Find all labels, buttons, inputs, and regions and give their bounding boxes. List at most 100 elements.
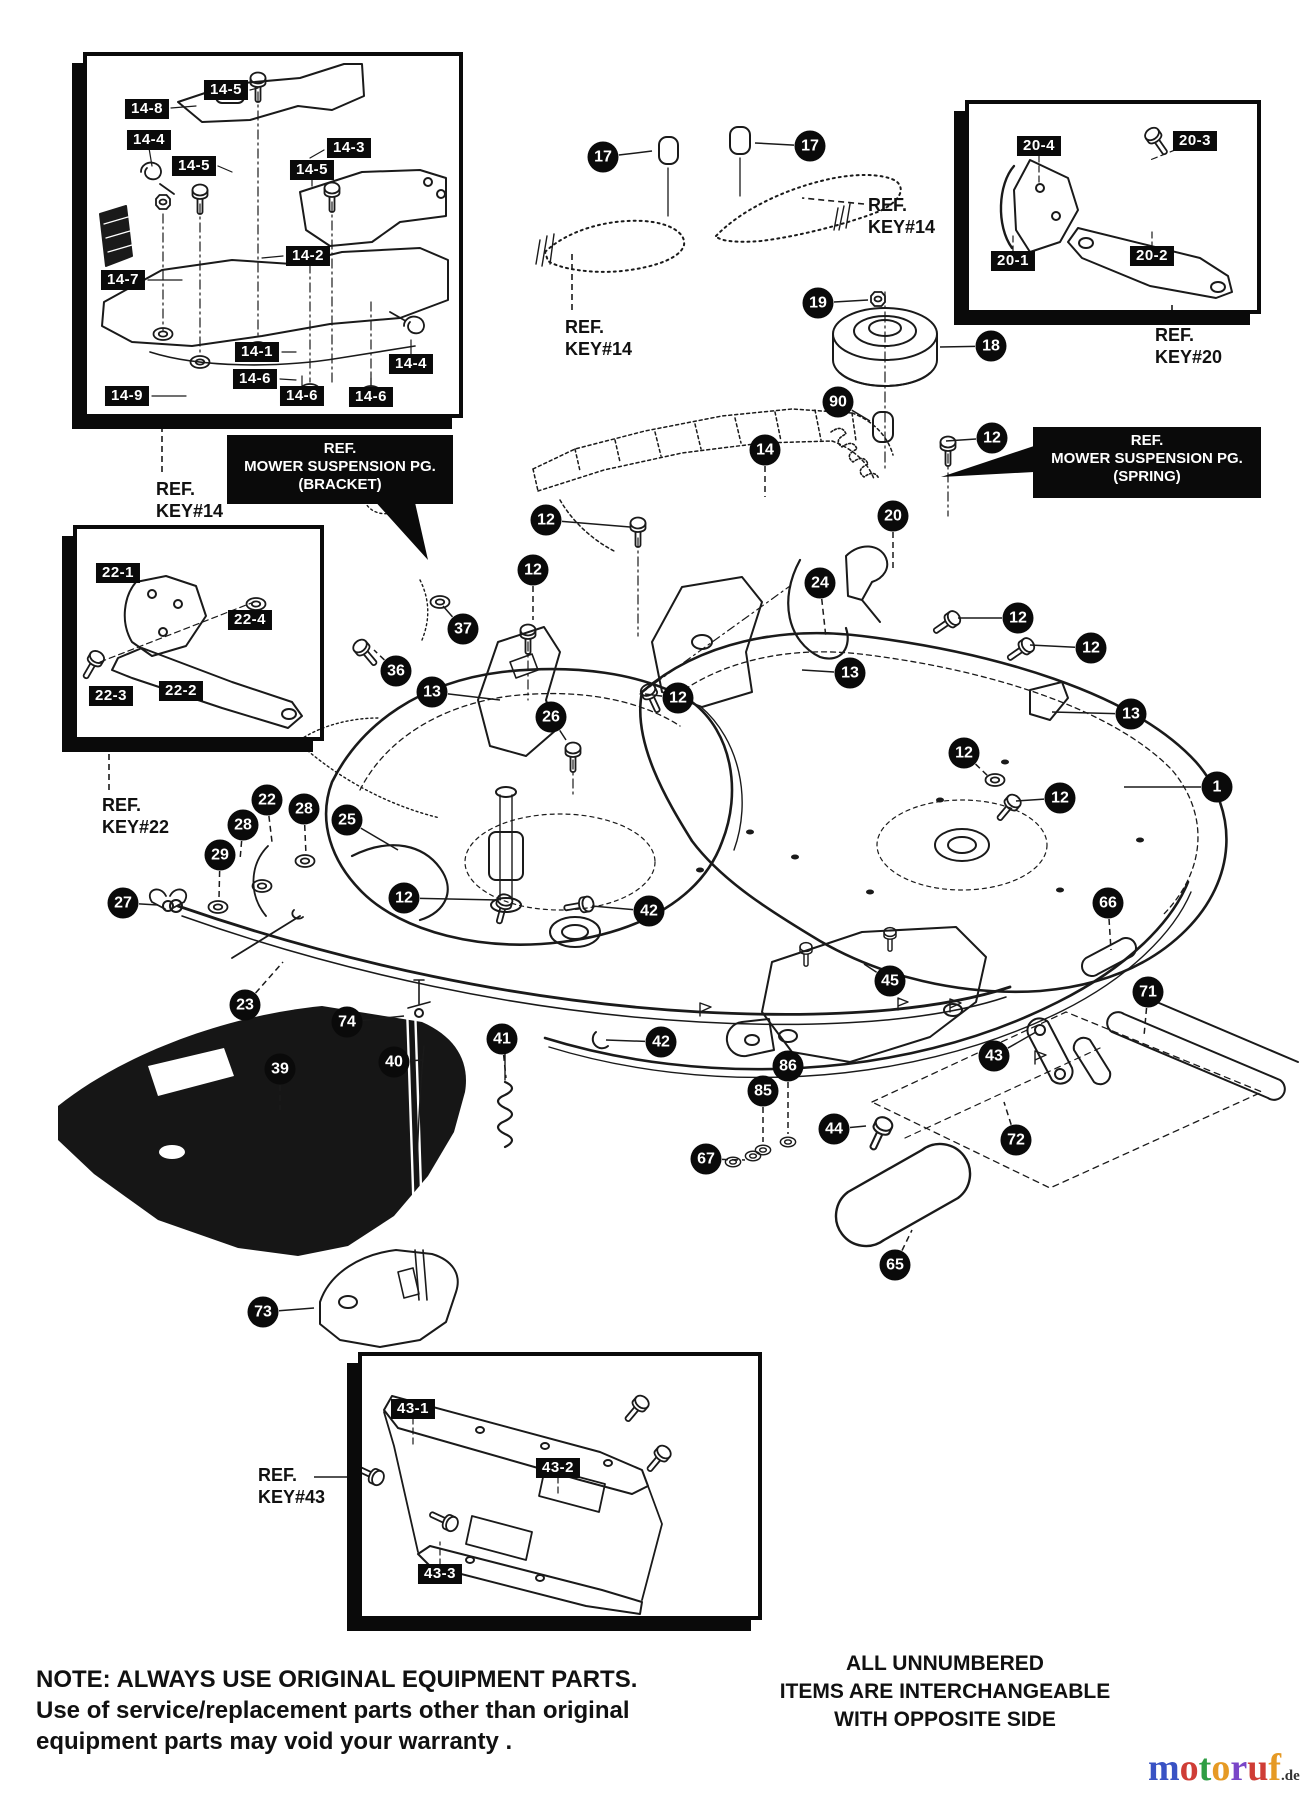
- part-label: 14-7: [100, 270, 146, 290]
- callout-badge: 37: [447, 613, 479, 645]
- part-label: 14-5: [289, 160, 335, 180]
- callout-badge: 13: [416, 676, 448, 708]
- callout-badge: 42: [645, 1026, 677, 1058]
- callout-badge: 28: [288, 793, 320, 825]
- part-label: 14-4: [388, 354, 434, 374]
- reference-key-label: REF.KEY#14: [565, 316, 632, 360]
- inset-detail-box: [73, 525, 324, 741]
- part-label: 14-9: [104, 386, 150, 406]
- part-label: 14-6: [279, 386, 325, 406]
- callout-badge: 12: [1075, 632, 1107, 664]
- reference-key-line: REF.: [1155, 325, 1195, 345]
- callout-badge: 36: [380, 655, 412, 687]
- reference-key-line: REF.: [258, 1465, 298, 1485]
- reference-key-label: REF.KEY#14: [868, 194, 935, 238]
- callout-badge: 73: [247, 1296, 279, 1328]
- reference-key-line: KEY#14: [565, 339, 633, 359]
- callout-badge: 67: [690, 1143, 722, 1175]
- part-label: 14-6: [348, 387, 394, 407]
- callout-badge: 12: [1044, 782, 1076, 814]
- part-label: 14-1: [234, 342, 280, 362]
- callout-badge: 90: [822, 386, 854, 418]
- watermark-letter: o: [1211, 1747, 1231, 1789]
- reference-key-line: REF.: [102, 795, 142, 815]
- callout-badge: 44: [818, 1113, 850, 1145]
- part-label: 43-2: [535, 1458, 581, 1478]
- part-label: 43-3: [417, 1564, 463, 1584]
- interchangeable-note-line: ALL UNNUMBERED: [846, 1652, 1044, 1675]
- reference-key-line: REF.: [156, 479, 196, 499]
- reference-key-line: KEY#14: [868, 217, 936, 237]
- callout-badge: 13: [1115, 698, 1147, 730]
- reference-key-line: KEY#43: [258, 1487, 326, 1507]
- callout-badge: 1: [1201, 771, 1233, 803]
- callout-badge: 39: [264, 1053, 296, 1085]
- part-label: 22-4: [227, 610, 273, 630]
- callout-badge: 20: [877, 500, 909, 532]
- interchangeable-note-line: WITH OPPOSITE SIDE: [834, 1708, 1056, 1731]
- reference-key-label: REF.KEY#14: [156, 478, 223, 522]
- reference-callout-line: REF.: [323, 440, 357, 457]
- inset-detail-box: [965, 100, 1261, 314]
- watermark-suffix: .de: [1280, 1768, 1300, 1784]
- watermark-letter: u: [1247, 1747, 1269, 1789]
- inset-detail-box: [83, 52, 463, 418]
- reference-callout-line: (BRACKET): [298, 476, 382, 493]
- callout-badge: 45: [874, 965, 906, 997]
- warranty-note: NOTE: ALWAYS USE ORIGINAL EQUIPMENT PART…: [36, 1664, 637, 1757]
- part-label: 20-3: [1172, 131, 1218, 151]
- callout-badge: 14: [749, 434, 781, 466]
- callout-badge: 23: [229, 989, 261, 1021]
- reference-callout-line: MOWER SUSPENSION PG.: [1051, 450, 1243, 467]
- warranty-note-line: Use of service/replacement parts other t…: [36, 1697, 630, 1724]
- callout-badge: 66: [1092, 887, 1124, 919]
- callout-badge: 12: [517, 554, 549, 586]
- callout-badge: 25: [331, 804, 363, 836]
- callout-badge: 12: [388, 882, 420, 914]
- callout-badge: 71: [1132, 976, 1164, 1008]
- callout-badge: 72: [1000, 1124, 1032, 1156]
- callout-badge: 74: [331, 1006, 363, 1038]
- part-label: 20-2: [1129, 246, 1175, 266]
- inset-detail-box: [358, 1352, 762, 1620]
- reference-callout-line: (SPRING): [1113, 468, 1181, 485]
- callout-badge: 28: [227, 809, 259, 841]
- watermark-letter: o: [1179, 1747, 1199, 1789]
- callout-badge: 27: [107, 887, 139, 919]
- watermark-letter: f: [1268, 1747, 1281, 1789]
- callout-badge: 12: [662, 682, 694, 714]
- callout-badge: 42: [633, 895, 665, 927]
- callout-badge: 13: [834, 657, 866, 689]
- part-label: 14-4: [126, 130, 172, 150]
- reference-key-line: REF.: [565, 317, 605, 337]
- callout-badge: 19: [802, 287, 834, 319]
- part-label: 22-3: [88, 686, 134, 706]
- reference-key-line: KEY#22: [102, 817, 170, 837]
- callout-badge: 22: [251, 784, 283, 816]
- callout-badge: 86: [772, 1050, 804, 1082]
- callout-badge: 17: [587, 141, 619, 173]
- callout-badge: 26: [535, 701, 567, 733]
- reference-key-label: REF.KEY#20: [1155, 324, 1222, 368]
- part-label: 14-5: [203, 80, 249, 100]
- callout-badge: 40: [378, 1046, 410, 1078]
- callout-badge: 17: [794, 130, 826, 162]
- callout-badge: 29: [204, 839, 236, 871]
- callout-badge: 18: [975, 330, 1007, 362]
- callout-badge: 12: [1002, 602, 1034, 634]
- reference-callout-line: REF.: [1130, 432, 1164, 449]
- interchangeable-note: ALL UNNUMBERED ITEMS ARE INTERCHANGEABLE…: [745, 1650, 1145, 1734]
- callout-badge: 41: [486, 1023, 518, 1055]
- warranty-note-line: NOTE: ALWAYS USE ORIGINAL EQUIPMENT PART…: [36, 1666, 638, 1693]
- motoruf-watermark-link[interactable]: motoruf.de: [1148, 1748, 1300, 1796]
- reference-callout-box: REF.MOWER SUSPENSION PG.(BRACKET): [227, 435, 453, 504]
- reference-callout-line: MOWER SUSPENSION PG.: [244, 458, 436, 475]
- part-label: 14-8: [124, 99, 170, 119]
- watermark-letter: t: [1198, 1747, 1212, 1789]
- callout-badge: 85: [747, 1075, 779, 1107]
- reference-key-line: KEY#14: [156, 501, 224, 521]
- part-label: 22-2: [158, 681, 204, 701]
- part-label: 43-1: [390, 1399, 436, 1419]
- part-label: 14-3: [326, 138, 372, 158]
